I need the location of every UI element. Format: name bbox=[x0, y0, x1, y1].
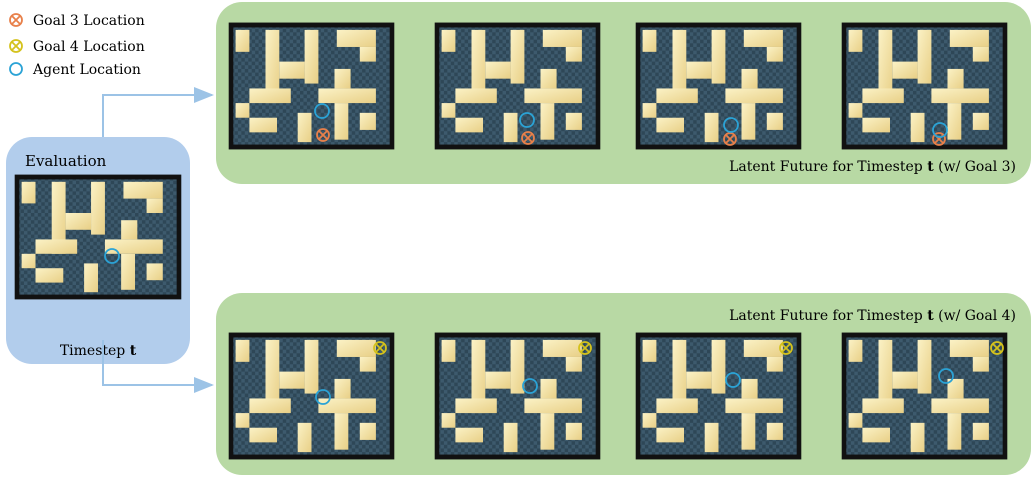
evaluation-maze bbox=[17, 177, 179, 297]
evaluation-title: Evaluation bbox=[25, 152, 107, 170]
arrow-to-goal-3 bbox=[103, 95, 212, 137]
goal-3-maze-frame-4 bbox=[844, 25, 1005, 147]
goal-4-marker-icon bbox=[10, 40, 22, 52]
goal-3-maze-frame-2 bbox=[437, 25, 598, 147]
goal-4-maze-frame-1 bbox=[231, 335, 392, 457]
evaluation-caption: Timestep t bbox=[60, 343, 137, 359]
goal-4-maze-frame-2 bbox=[437, 335, 598, 457]
agent-marker-icon bbox=[10, 63, 22, 75]
goal-3-maze-frame-1 bbox=[231, 25, 392, 147]
legend-agent-label: Agent Location bbox=[32, 62, 141, 78]
goal-4-maze-frame-3 bbox=[638, 335, 799, 457]
legend: Goal 3 Location Goal 4 Location Agent Lo… bbox=[10, 13, 145, 78]
goal-3-panel-caption: Latent Future for Timestep t (w/ Goal 3) bbox=[729, 159, 1016, 175]
goal-3-marker-icon bbox=[10, 14, 22, 26]
goal-3-maze-frame-3 bbox=[638, 25, 799, 147]
goal-4-panel-caption: Latent Future for Timestep t (w/ Goal 4) bbox=[729, 308, 1016, 324]
goal-4-maze-frame-4 bbox=[844, 335, 1005, 457]
legend-goal-3-label: Goal 3 Location bbox=[33, 13, 145, 29]
legend-goal-4-label: Goal 4 Location bbox=[33, 39, 145, 55]
